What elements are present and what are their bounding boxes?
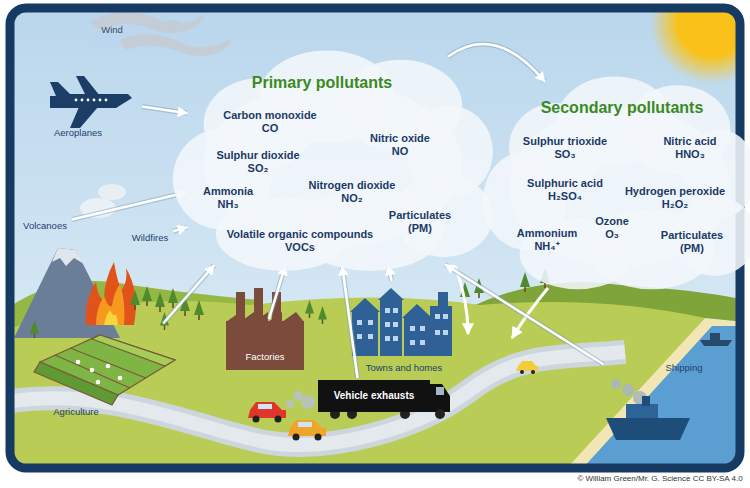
truck-body: Vehicle exhausts — [318, 380, 430, 412]
arrow-shadow — [163, 265, 214, 323]
pollutant-name: Volatile organic compounds VOCs — [218, 228, 383, 254]
arrow-shadow — [72, 192, 187, 219]
cloud-heading: Primary pollutants — [252, 73, 392, 92]
emission-arrow — [72, 192, 187, 219]
secondary-cloud: Secondary pollutantsSulphur trioxide SO₃… — [498, 84, 742, 282]
primary-cloud: Primary pollutantsCarbon monoxide CO Nitr… — [190, 58, 475, 263]
emission-arrow — [173, 227, 187, 231]
copyright-note: © William Green/Mr. G. Science CC BY-SA … — [577, 474, 742, 484]
source-shipping: Shipping — [605, 358, 730, 450]
source-towns: Towns and homes — [345, 283, 457, 377]
pollutant-name: Ammonia NH₃ — [198, 185, 258, 211]
source-label: Factories — [245, 351, 284, 362]
arrow-shadow — [448, 44, 545, 82]
emission-arrow — [163, 265, 214, 323]
source-label: Towns and homes — [366, 362, 443, 373]
pollutant-name: Hydrogen peroxide H₂O₂ — [618, 185, 733, 211]
source-label: Shipping — [666, 362, 703, 373]
emission-arrow — [448, 44, 545, 82]
arrow-shadow — [342, 266, 357, 378]
pollutant-name: Carbon monoxide CO — [218, 109, 323, 135]
emission-arrow — [142, 107, 187, 114]
source-wildfires: Wildfires — [129, 231, 171, 244]
source-label: Wildfires — [132, 232, 168, 243]
pollutant-name: Particulates (PM) — [653, 229, 731, 255]
pollutant-name: Ammonium NH₄⁺ — [514, 227, 580, 253]
pollutant-name: Particulates (PM) — [384, 209, 456, 235]
pollutant-name: Nitric oxide NO — [363, 132, 438, 158]
factory-building: Factories — [226, 321, 304, 370]
cloud-heading: Secondary pollutants — [541, 98, 704, 117]
source-label: Aeroplanes — [54, 127, 102, 138]
emission-arrow — [342, 266, 357, 378]
pollutant-name: Nitrogen dioxide NO₂ — [300, 179, 405, 205]
wind-label: Wind — [101, 24, 123, 35]
arrow-shadow — [269, 266, 285, 319]
pollutant-name: Ozone O₃ — [591, 215, 633, 241]
emission-arrow — [269, 266, 285, 319]
arrow-shadow — [142, 107, 187, 114]
source-label: Volcanoes — [23, 220, 67, 231]
pollutant-name: Sulphur trioxide SO₃ — [513, 135, 618, 161]
source-label: Vehicle exhausts — [334, 390, 415, 402]
pollutant-name: Nitric acid HNO₃ — [654, 135, 726, 161]
source-agriculture: Agriculture — [30, 325, 180, 420]
arrow-shadow — [173, 227, 187, 231]
source-aeroplanes: Aeroplanes — [48, 68, 140, 140]
pollutant-name: Sulphuric acid H₂SO₄ — [519, 177, 611, 203]
source-volcanoes: Volcanoes — [20, 219, 70, 232]
source-label: Agriculture — [53, 406, 98, 417]
pollutant-name: Sulphur dioxide SO₂ — [208, 149, 308, 175]
